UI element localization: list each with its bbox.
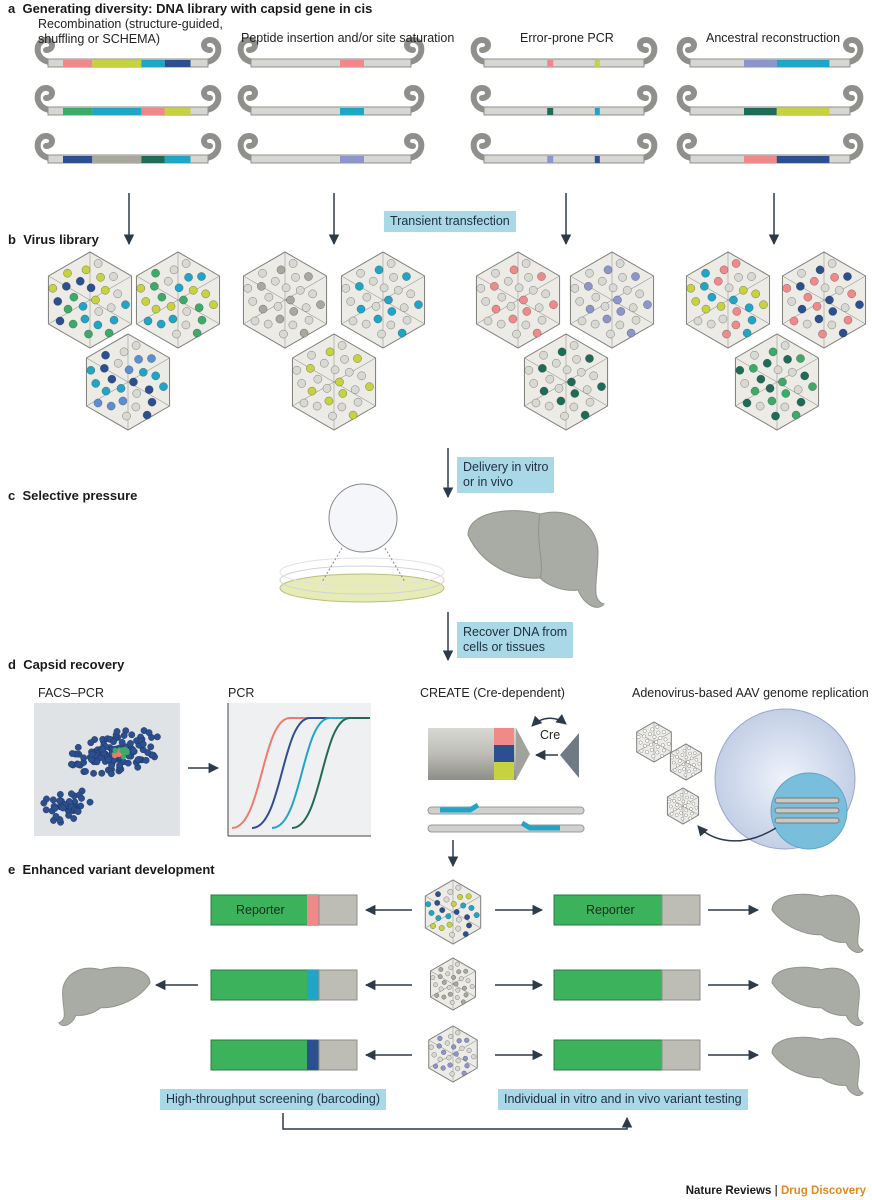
plasmid-icon — [237, 132, 425, 164]
brain-icon — [467, 510, 605, 608]
section-d-title: d Capsid recovery — [8, 657, 125, 672]
plasmid-icon — [676, 36, 864, 68]
constructs — [58, 893, 864, 1096]
plasmid-library — [34, 36, 864, 164]
section-a-title: a Generating diversity: DNA library with… — [8, 1, 373, 16]
transient-transfection-label: Transient transfection — [384, 211, 516, 232]
subtitle-error-prone-pcr: Error-prone PCR — [520, 31, 614, 45]
petri-dish-icon — [279, 483, 445, 603]
capsid-icon — [781, 251, 867, 349]
cre-label: Cre — [540, 728, 561, 742]
section-c-title: c Selective pressure — [8, 488, 138, 503]
capsid-icon — [47, 251, 133, 349]
cre-cassette — [427, 713, 585, 833]
testing-label: Individual in vitro and in vivo variant … — [498, 1089, 748, 1110]
screening-flow-arrow — [282, 1113, 633, 1130]
brain-icon — [771, 966, 864, 1026]
section-e-title: e Enhanced variant development — [8, 862, 215, 877]
plasmid-icon — [470, 132, 658, 164]
subtitle-peptide-insertion: Peptide insertion and/or site saturation — [241, 31, 455, 45]
plasmid-icon — [470, 36, 658, 68]
capsid-icon — [85, 333, 171, 431]
plasmid-icon — [34, 84, 222, 116]
plasmid-icon — [470, 84, 658, 116]
plasmid-icon — [237, 36, 425, 68]
reporter-construct — [553, 1039, 701, 1071]
cell-icon — [697, 708, 856, 850]
method-create: CREATE (Cre-dependent) — [420, 686, 565, 700]
capsid-icon — [569, 251, 655, 349]
method-adenovirus: Adenovirus-based AAV genome replication — [632, 686, 869, 700]
reporter-construct — [210, 894, 358, 926]
capsid-icon — [428, 1025, 478, 1083]
capsid-icon — [685, 251, 771, 349]
journal-section: Drug Discovery — [780, 1185, 866, 1197]
capsid-icon — [666, 787, 700, 825]
capsid-icon — [669, 743, 703, 781]
facs-plot — [34, 703, 180, 836]
journal-name: Nature Reviews — [685, 1185, 772, 1197]
method-pcr: PCR — [228, 686, 255, 700]
brain-icon — [771, 893, 864, 953]
pcr-plot — [227, 703, 371, 837]
plasmid-icon — [237, 84, 425, 116]
reporter-construct — [553, 969, 701, 1001]
reporter-construct — [210, 1039, 358, 1071]
subtitle-ancestral: Ancestral reconstruction — [706, 31, 841, 45]
capsid-icon — [135, 251, 221, 349]
section-b-title: b Virus library — [8, 232, 99, 247]
plasmid-icon — [676, 84, 864, 116]
virus-library — [47, 251, 867, 1083]
reporter-construct — [553, 894, 701, 926]
capsid-icon — [340, 251, 426, 349]
credit-separator: | — [771, 1185, 781, 1197]
method-facs-pcr: FACS–PCR — [38, 686, 104, 700]
capsid-icon — [429, 957, 477, 1011]
journal-credit: Nature Reviews | Drug Discovery — [686, 1185, 866, 1197]
reporter-label-right: Reporter — [586, 903, 635, 917]
capsid-icon — [291, 333, 377, 431]
capsid-icon — [523, 333, 609, 431]
capsid-icon — [424, 879, 482, 945]
reporter-label-left: Reporter — [236, 903, 285, 917]
reporter-construct — [210, 969, 358, 1001]
screening-label: High-throughput screening (barcoding) — [160, 1089, 387, 1110]
brain-icon — [58, 966, 151, 1026]
capsid-icon — [242, 251, 328, 349]
plasmid-icon — [34, 132, 222, 164]
capsid-icon — [734, 333, 820, 431]
brain-icon — [771, 1036, 864, 1096]
plasmid-icon — [676, 132, 864, 164]
plasmid-icon — [34, 36, 222, 68]
flow-arrows — [123, 193, 780, 1061]
capsid-icon — [636, 721, 672, 763]
capsid-icon — [475, 251, 561, 349]
subtitle-recombination: Recombination (structure-guided,shufflin… — [38, 17, 223, 46]
